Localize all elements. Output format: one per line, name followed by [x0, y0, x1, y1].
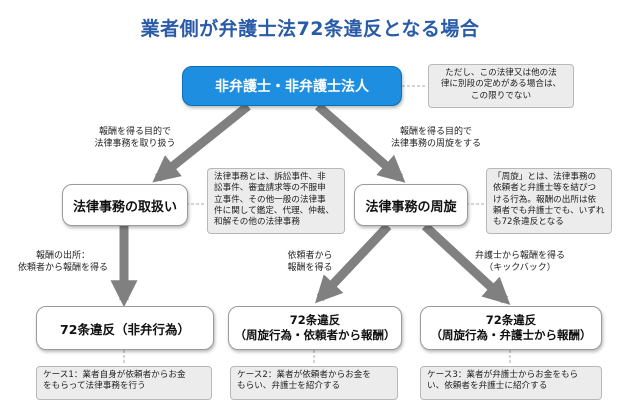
node-legal-mediation-label: 法律事務の周旋 — [365, 199, 457, 215]
label-handling-purpose: 報酬を得る目的で 法律事務を取り扱う — [80, 126, 190, 150]
note-line: 法律事務とは、訴訟事件、非 — [214, 172, 326, 182]
arrow-mediation-to-result2 — [315, 222, 392, 304]
note-line: 和解その他の法律事務 — [214, 217, 300, 228]
node-legal-mediation: 法律事務の周旋 — [354, 184, 468, 226]
note-line: もらい、弁護士を紹介する — [237, 381, 341, 392]
node-violation-label: 72条違反 — [485, 313, 537, 328]
label-line: 報酬の出所： — [35, 251, 90, 261]
label-line: 報酬を得る — [287, 263, 333, 274]
note-line: ける行為。報酬の出所は依 — [493, 194, 597, 205]
label-line: 依頼者から — [287, 251, 333, 261]
note-line: ケース1：業者自身が依頼者からお金 — [43, 370, 186, 380]
note-legal-affairs: 法律事務とは、訴訟事件、非 訟事件、審査請求等の不服申 立事件、その他一般の法律… — [207, 168, 345, 234]
label-line: 法律事務を取り扱う — [94, 139, 176, 150]
note-line: ただし、この法律又は他の法 — [445, 68, 557, 78]
node-non-lawyer-label: 非弁護士・非弁護士法人 — [215, 79, 369, 95]
note-line: も72条違反となる — [493, 217, 564, 228]
label-fee-source: 報酬の出所： 依頼者から報酬を得る — [12, 250, 114, 274]
node-violation-mediation-client-fee: 72条違反 （周旋行為・依頼者から報酬） — [228, 306, 402, 350]
node-violation-non-lawyer-practice: 72条違反（非弁行為） — [36, 306, 214, 350]
node-violation-label: 72条違反 — [289, 313, 341, 328]
label-line: 報酬を得る目的で — [98, 127, 171, 137]
page-title: 業者側が弁護士法72条違反となる場合 — [140, 18, 480, 40]
note-line: この限りでない — [470, 90, 532, 101]
note-line: 「周旋」とは、法律事務の — [493, 172, 597, 182]
label-fee-from-lawyer: 弁護士から報酬を得る （キックバック） — [464, 250, 576, 274]
note-line: 依頼者と弁護士等を結びつ — [493, 183, 597, 194]
note-line: ケース3：業者が弁護士からお金をもら — [427, 370, 579, 380]
label-fee-from-client: 依頼者から 報酬を得る — [278, 250, 342, 274]
node-legal-handling: 法律事務の取扱い — [62, 184, 188, 226]
note-proviso: ただし、この法律又は他の法 律に別段の定めがある場合は、 この限りでない — [428, 64, 574, 108]
arrow-mediation-to-result3 — [421, 222, 511, 305]
label-line: 弁護士から報酬を得る — [474, 251, 565, 261]
note-line: ケース2：業者が依頼者からお金を — [237, 370, 371, 380]
node-violation-sublabel: （周旋行為・弁護士から報酬） — [430, 328, 592, 342]
label-line: 法律事務の周旋をする — [390, 139, 481, 150]
note-line: 件に関して鑑定、代理、仲裁、 — [214, 206, 335, 217]
note-line: 頼者でも弁護士でも、いずれ — [493, 206, 605, 217]
note-line: 立事件、その他一般の法律事 — [214, 194, 326, 205]
label-line: 依頼者から報酬を得る — [17, 263, 108, 274]
note-line: い、依頼者を弁護士に紹介する — [427, 381, 548, 392]
note-line: をもらって法律事務を行う — [43, 381, 146, 392]
label-line: 報酬を得る目的で — [399, 127, 472, 137]
label-line: （キックバック） — [484, 263, 556, 274]
label-mediation-purpose: 報酬を得る目的で 法律事務の周旋をする — [376, 126, 496, 150]
node-non-lawyer: 非弁護士・非弁護士法人 — [182, 66, 402, 106]
node-legal-handling-label: 法律事務の取扱い — [72, 199, 177, 215]
node-violation-label: 72条違反（非弁行為） — [60, 321, 190, 337]
note-line: 律に別段の定めがある場合は、 — [440, 79, 562, 90]
note-case-2: ケース2：業者が依頼者からお金を もらい、弁護士を紹介する — [230, 366, 398, 400]
note-mediation-definition: 「周旋」とは、法律事務の 依頼者と弁護士等を結びつ ける行為。報酬の出所は依 頼… — [486, 168, 612, 234]
arrow-top-to-handling — [152, 102, 251, 183]
note-case-1: ケース1：業者自身が依頼者からお金 をもらって法律事務を行う — [36, 366, 212, 400]
note-case-3: ケース3：業者が弁護士からお金をもら い、依頼者を弁護士に紹介する — [420, 366, 602, 400]
node-violation-sublabel: （周旋行為・依頼者から報酬） — [234, 328, 396, 342]
arrow-top-to-mediation — [315, 102, 406, 183]
node-violation-mediation-lawyer-fee: 72条違反 （周旋行為・弁護士から報酬） — [420, 306, 602, 350]
note-line: 訟事件、審査請求等の不服申 — [214, 183, 326, 194]
